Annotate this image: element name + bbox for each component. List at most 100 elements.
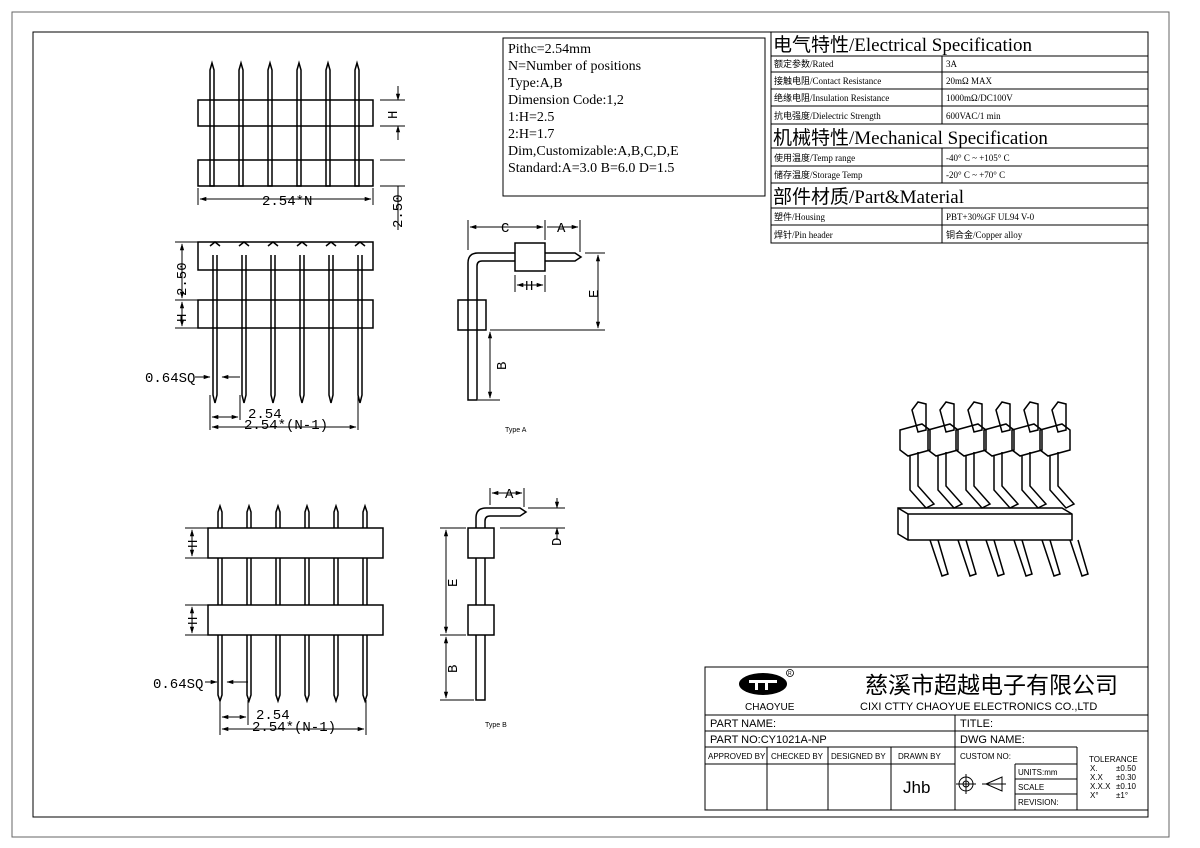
drawn-by-value: Jhb (903, 778, 930, 797)
dim-pin-sq-label-2: 0.64SQ (153, 677, 203, 693)
iso-pin-top (939, 401, 955, 433)
tol-key: X° (1090, 791, 1099, 800)
title-label: TITLE: (960, 718, 993, 730)
iso-pin-bottom (957, 539, 977, 577)
iso-pin-top (1023, 401, 1039, 433)
front-view-straight (197, 60, 374, 187)
iso-block (983, 423, 1015, 457)
note-line: Standard:A=3.0 B=6.0 D=1.5 (508, 161, 674, 176)
iso-pin-top (1051, 401, 1067, 433)
inner-border (32, 31, 1149, 818)
note-line: Type:A,B (508, 76, 563, 91)
tol-key: X.X (1090, 773, 1104, 782)
pin-top (209, 241, 221, 247)
note-line: Dimension Code:1,2 (508, 93, 624, 108)
dim-d-label: D (550, 538, 566, 546)
iso-pin-bottom (929, 539, 949, 577)
type-b-label: Type B (485, 722, 507, 729)
note-line: N=Number of positions (508, 59, 641, 74)
part-name-label: PART NAME: (710, 718, 776, 730)
spec-label: 焊针/Pin header (774, 229, 833, 240)
spec-value: -40° C ~ +105° C (946, 153, 1010, 163)
iso-leg (1049, 452, 1076, 509)
front-view-3-dims (185, 527, 367, 735)
iso-leg (937, 452, 964, 509)
type-a-label: Type A (505, 427, 527, 434)
notes-box: Pithc=2.54mm N=Number of positions Type:… (502, 37, 766, 197)
iso-leg (993, 452, 1020, 509)
iso-pin-bottom (1013, 539, 1033, 577)
type-a-side-view (457, 242, 583, 401)
pin (270, 255, 276, 404)
front-view-dims (197, 86, 405, 230)
dim-pitch-n1-label-2: 2.54*(N-1) (252, 720, 336, 736)
pin (275, 503, 281, 528)
pin (241, 255, 247, 404)
note-line: Dim,Customizable:A,B,C,D,E (508, 144, 679, 159)
tolerance-title: TOLERANCE (1089, 755, 1138, 764)
iso-housing-edge (897, 507, 1072, 540)
part-no-label: PART NO:CY1021A-NP (710, 734, 827, 746)
spec-value: PBT+30%GF UL94 V-0 (946, 212, 1035, 222)
iso-block (927, 423, 959, 457)
spec-table-text: 电气特性/Electrical Specification 额定参数/Rated… (773, 34, 1048, 240)
tol-val: ±0.30 (1116, 773, 1137, 782)
dim-h4-label: H (186, 617, 202, 625)
note-line: 2:H=1.7 (508, 127, 554, 142)
dim-h-a-label: H (525, 279, 533, 295)
iso-block (955, 423, 987, 457)
isometric-view (897, 401, 1089, 577)
note-line: 1:H=2.5 (508, 110, 554, 125)
title-block (704, 666, 1149, 811)
front-view-2 (197, 241, 374, 404)
dim-b-b-label: B (446, 665, 462, 673)
dim-pitch-label: 2.54 (248, 407, 282, 423)
pin (333, 635, 339, 704)
pin (217, 635, 223, 704)
spec-label: 额定参数/Rated (774, 58, 834, 69)
spec-value: 20mΩ MAX (946, 76, 992, 86)
iso-block (899, 423, 931, 457)
dim-250-label: 2.50 (391, 194, 407, 228)
svg-text:R: R (788, 671, 792, 677)
front-view-3 (207, 503, 384, 704)
spec-label: 接触电阻/Contact Resistance (774, 75, 881, 86)
dim-250b-label: 2.50 (175, 262, 191, 296)
dim-pitch-n1-label: 2.54*(N-1) (244, 418, 328, 434)
drawn-by-label: DRAWN BY (898, 752, 941, 761)
tol-val: ±1° (1116, 791, 1128, 800)
iso-pin-top (911, 401, 927, 433)
pin (217, 558, 223, 605)
iso-pin-top (967, 401, 983, 433)
pin (238, 60, 244, 187)
pin (362, 503, 368, 528)
tol-key: X.X.X (1090, 782, 1111, 791)
outer-border (11, 11, 1170, 838)
iso-housing (897, 507, 1073, 541)
type-a-dims (467, 220, 605, 401)
pin (304, 558, 310, 605)
logo-text: CHAOYUE (745, 702, 795, 713)
checked-by-label: CHECKED BY (771, 752, 824, 761)
spec-label: 储存温度/Storage Temp (774, 169, 863, 180)
pin (304, 635, 310, 704)
dim-h-label: H (386, 111, 402, 119)
dim-pitch-label-2: 2.54 (256, 708, 290, 724)
iso-pin-bottom (985, 539, 1005, 577)
company-cn: 慈溪市超越电子有限公司 (865, 672, 1118, 698)
pin (299, 255, 305, 404)
designed-by-label: DESIGNED BY (831, 752, 886, 761)
pin (246, 503, 252, 528)
spec-label: 使用温度/Temp range (774, 152, 855, 163)
dim-a-label: A (557, 221, 566, 237)
pin (362, 558, 368, 605)
pin (304, 503, 310, 528)
spec-label: 绝缘电阻/Insulation Resistance (774, 92, 889, 103)
pin (357, 255, 363, 404)
dwg-name-label: DWG NAME: (960, 734, 1025, 746)
company-logo: R (739, 669, 794, 695)
pin (354, 60, 360, 187)
pin (209, 60, 215, 187)
dim-b-label: B (495, 362, 511, 370)
dim-h2-label: H (175, 314, 191, 322)
